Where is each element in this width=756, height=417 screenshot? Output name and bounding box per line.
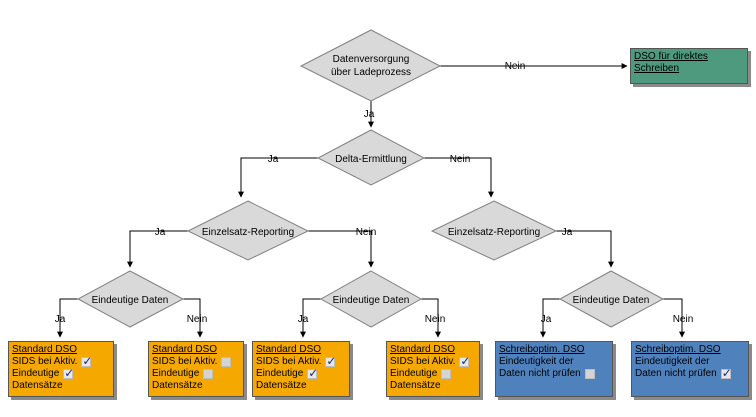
decision-eindeutige-3: [558, 270, 665, 328]
label-ja-d7: Ja: [541, 314, 552, 325]
dso-direkt-line1: DSO für direktes: [634, 51, 708, 62]
pruefen-checkbox: [720, 367, 732, 379]
label-ja-d4: Ja: [562, 227, 573, 238]
sids-label: SIDS bei Aktiv.: [12, 356, 78, 367]
sids-checkbox: [459, 355, 470, 367]
decision-datenversorgung: [299, 29, 442, 102]
label-ja-d6: Ja: [298, 314, 309, 325]
sids-checkbox: [81, 355, 92, 367]
label-nein-d3: Nein: [356, 227, 377, 238]
einzelsatz-left-text: Einzelsatz-Reporting: [202, 227, 294, 238]
label-ja-d5: Ja: [55, 314, 66, 325]
schreiboptim-title: Schreiboptim. DSO: [635, 344, 721, 355]
label-ja-d1: Ja: [364, 109, 375, 120]
datenversorgung-text-2: über Ladeprozess: [331, 67, 411, 78]
label-ja-d2: Ja: [268, 154, 279, 165]
eindeutige-label: Eindeutige: [390, 368, 438, 379]
datensaetze-label: Datensätze: [390, 380, 441, 391]
delta-ermittlung-text: Delta-Ermittlung: [335, 154, 407, 165]
decision-einzelsatz-left: [186, 200, 310, 261]
eindeutige-1-text: Eindeutige Daten: [92, 295, 169, 306]
eindeutigkeit-line1: Eindeutigkeit der: [635, 356, 710, 367]
label-nein-d5: Nein: [187, 314, 208, 325]
label-nein-d7: Nein: [673, 314, 694, 325]
sids-label: SIDS bei Aktiv.: [390, 356, 456, 367]
label-nein-top: Nein: [505, 61, 526, 72]
outcome-standard-dso-4: Standard DSO SIDS bei Aktiv. Eindeutige …: [386, 341, 480, 397]
sids-label: SIDS bei Aktiv.: [152, 356, 218, 367]
eindeutige-label: Eindeutige: [256, 368, 304, 379]
eindeutige-2-text: Eindeutige Daten: [333, 295, 410, 306]
sids-checkbox: [325, 355, 336, 367]
eindeutige-checkbox: [307, 367, 318, 379]
datensaetze-label: Datensätze: [256, 380, 307, 391]
standard-dso-title: Standard DSO: [152, 344, 218, 355]
outcome-standard-dso-3: Standard DSO SIDS bei Aktiv. Eindeutige …: [252, 341, 350, 397]
eindeutige-label: Eindeutige: [152, 368, 200, 379]
outcome-dso-direktes-schreiben: DSO für direktes Schreiben: [630, 48, 748, 84]
eindeutige-checkbox: [63, 367, 74, 379]
outcome-standard-dso-2: Standard DSO SIDS bei Aktiv. Eindeutige …: [148, 341, 244, 397]
datensaetze-label: Datensätze: [12, 380, 63, 391]
schreiboptim-title: Schreiboptim. DSO: [499, 344, 585, 355]
label-nein-d2: Nein: [450, 154, 471, 165]
label-ja-d3: Ja: [155, 227, 166, 238]
sids-checkbox: [221, 357, 232, 367]
sids-label: SIDS bei Aktiv.: [256, 356, 322, 367]
eindeutigkeit-line2: Daten nicht prüfen: [635, 368, 717, 379]
eindeutigkeit-line2: Daten nicht prüfen: [499, 368, 581, 379]
datensaetze-label: Datensätze: [152, 380, 203, 391]
decision-eindeutige-2: [319, 270, 423, 328]
eindeutige-checkbox: [203, 369, 214, 379]
pruefen-checkbox: [584, 369, 595, 379]
connectors: [57, 63, 685, 338]
datenversorgung-text-1: Datenversorgung: [333, 54, 410, 65]
label-nein-d6: Nein: [425, 314, 446, 325]
standard-dso-title: Standard DSO: [390, 344, 456, 355]
decision-delta-ermittlung: [316, 129, 426, 186]
standard-dso-title: Standard DSO: [12, 344, 78, 355]
outcome-standard-dso-1: Standard DSO SIDS bei Aktiv. Eindeutige …: [8, 341, 114, 397]
eindeutigkeit-line1: Eindeutigkeit der: [499, 356, 574, 367]
eindeutige-checkbox: [441, 369, 452, 379]
standard-dso-title: Standard DSO: [256, 344, 322, 355]
decision-einzelsatz-right: [430, 200, 558, 261]
outcome-schreiboptim-dso-2: Schreiboptim. DSO Eindeutigkeit der Date…: [631, 341, 749, 397]
einzelsatz-right-text: Einzelsatz-Reporting: [448, 227, 540, 238]
eindeutige-3-text: Eindeutige Daten: [573, 295, 650, 306]
decision-eindeutige-1: [76, 270, 185, 328]
dso-direkt-line2: Schreiben: [634, 63, 680, 74]
outcome-schreiboptim-dso-1: Schreiboptim. DSO Eindeutigkeit der Date…: [495, 341, 613, 397]
eindeutige-label: Eindeutige: [12, 368, 60, 379]
